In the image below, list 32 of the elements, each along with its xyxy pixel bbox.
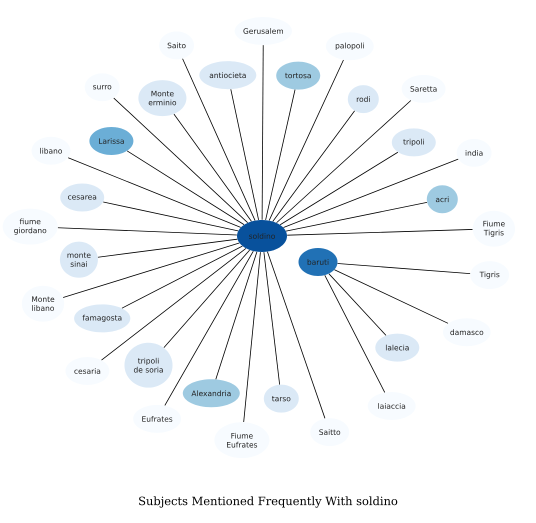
connector-line <box>62 242 240 298</box>
connector-line <box>101 248 246 360</box>
connector-line <box>164 250 250 348</box>
chart-title: Subjects Mentioned Frequently With soldino <box>139 496 398 508</box>
connector-line <box>113 98 248 224</box>
connector-line <box>276 100 412 224</box>
connector-line <box>334 269 448 324</box>
connector-line <box>337 263 470 274</box>
connector-line <box>272 110 355 222</box>
connector-line <box>286 202 428 232</box>
connector-line <box>280 152 398 226</box>
connector-line <box>328 273 386 336</box>
connector-line <box>265 89 296 220</box>
connector-line <box>122 246 243 309</box>
connector-line <box>215 251 258 380</box>
connector-line <box>164 250 254 406</box>
connector-line <box>243 252 261 422</box>
connector-line <box>268 60 344 221</box>
connector-line <box>98 238 238 258</box>
connector-line <box>102 202 238 232</box>
connector-line <box>230 88 259 220</box>
connector-line <box>264 252 280 385</box>
connector-line <box>68 157 242 228</box>
connector-line <box>267 251 326 419</box>
connector-line <box>126 150 244 226</box>
connector-line <box>283 158 459 228</box>
connector-line <box>182 58 256 221</box>
connector-line <box>174 114 252 222</box>
connector-line <box>58 227 238 236</box>
connector-line <box>262 44 264 220</box>
connector-line <box>286 229 473 236</box>
connector-line <box>324 274 386 393</box>
